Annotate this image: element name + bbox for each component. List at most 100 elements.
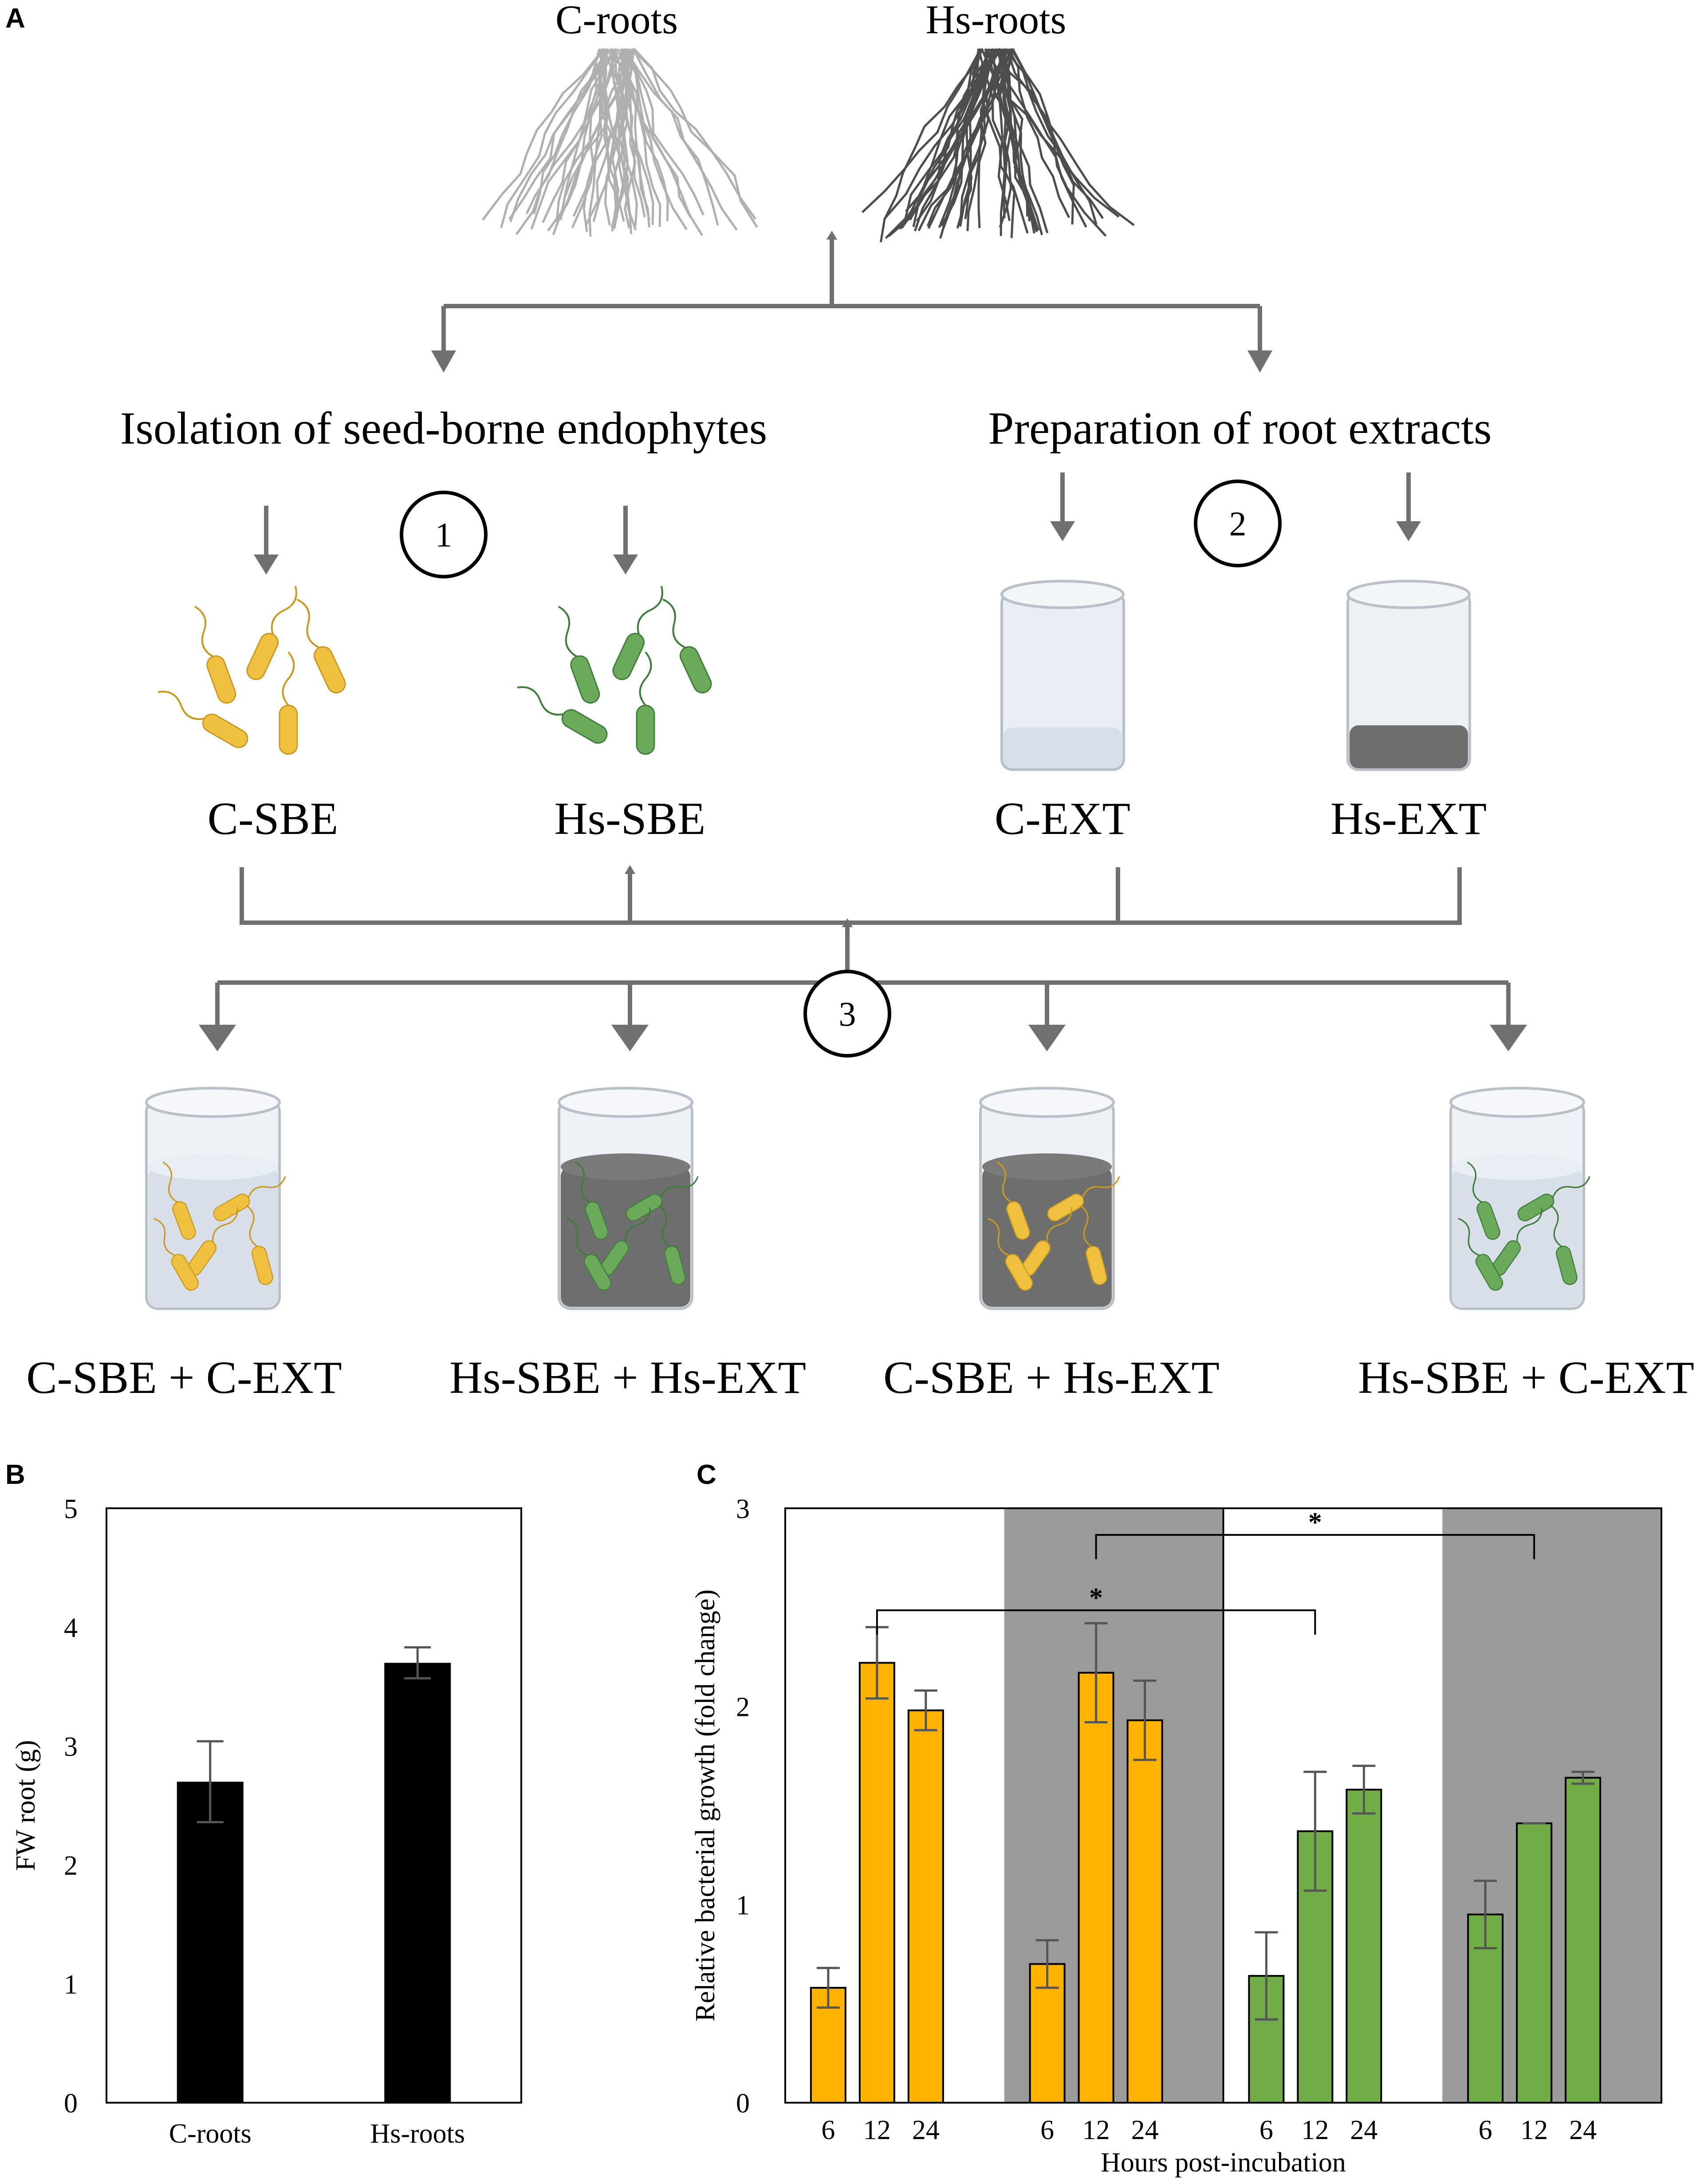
root-strand [1010, 48, 1075, 225]
chart-c-bar [1078, 1672, 1114, 2104]
root-strand [508, 48, 601, 220]
combine-lines [199, 865, 1527, 1051]
chart-c-errorbar [1303, 1770, 1327, 1892]
chart-b-xtick: C-roots [169, 2119, 252, 2149]
step-2-label: 2 [1229, 504, 1247, 543]
chart-c-bar [1126, 1719, 1163, 2104]
root-strand [592, 48, 630, 222]
chart-c-significance-bracket [876, 1609, 1316, 1635]
chart-c-xtick: 24 [1569, 2115, 1597, 2145]
beaker-hs-sbe-hs-ext [558, 1087, 702, 1310]
root-strand [622, 48, 704, 216]
beaker-c-sbe-c-ext [145, 1087, 290, 1310]
chart-c-ytick: 1 [736, 1890, 750, 1920]
chart-b-ytick: 1 [64, 1970, 78, 2000]
root-strand [555, 48, 630, 222]
chart-c-xlabel: Hours post-incubation [1101, 2148, 1346, 2178]
chart-c-errorbar [1133, 1679, 1157, 1761]
step-1-label: 1 [435, 515, 453, 554]
chart-c-xtick: 24 [1131, 2115, 1159, 2145]
root-strand [901, 48, 984, 229]
root-strand [996, 48, 1135, 226]
chart-c-bar [858, 1662, 895, 2104]
chart-c-xtick: 6 [1479, 2115, 1492, 2145]
chart-c-xtick: 6 [821, 2115, 835, 2145]
chart-c-significance-star: * [1308, 1507, 1322, 1538]
root-strand [956, 48, 980, 229]
chart-b-ylabel: FW root (g) [11, 1740, 41, 1871]
chart-c-errorbar [1035, 1939, 1059, 1989]
chart-c-xtick: 12 [1520, 2115, 1548, 2145]
combo-label-4: Hs-SBE + C-EXT [1358, 1352, 1694, 1403]
chart-b-errorbar [404, 1646, 431, 1679]
c-roots-title: C-roots [555, 0, 678, 42]
hs-ext-container-icon [1346, 580, 1471, 771]
root-strand [632, 48, 738, 231]
chart-c-errorbar [1352, 1765, 1376, 1815]
chart-c-bar [907, 1709, 944, 2104]
chart-c-xtick: 6 [1040, 2115, 1054, 2145]
root-strand [997, 48, 1049, 233]
root-strand [926, 48, 1002, 227]
root-strand [916, 48, 983, 222]
chart-c-errorbar [914, 1689, 937, 1731]
hs-sbe-bacteria-icon [512, 581, 715, 755]
chart-c-xtick: 12 [1082, 2115, 1110, 2145]
step-3-label: 3 [839, 995, 856, 1033]
root-strand [960, 48, 994, 218]
root-strand [624, 48, 719, 226]
chart-c-errorbar [1084, 1622, 1108, 1723]
chart-b-ytick: 0 [64, 2089, 78, 2119]
root-strand [888, 48, 1001, 237]
chart-b-ytick: 4 [64, 1613, 78, 1643]
root-strand [621, 48, 703, 236]
root-strand [905, 48, 1002, 212]
root-strand [984, 48, 1015, 238]
chart-b-plot-frame [106, 1507, 522, 2104]
chart-c-ytick: 2 [736, 1692, 750, 1723]
root-strand [633, 48, 756, 220]
chart-c-errorbar [1474, 1880, 1497, 1950]
chart-c-xtick: 12 [863, 2115, 891, 2145]
chart-c-xtick: 12 [1301, 2115, 1329, 2145]
root-strand [614, 48, 646, 218]
panel-a-letter: A [5, 3, 25, 34]
c-ext-container-icon [1000, 580, 1125, 771]
chart-c-bar [1565, 1777, 1602, 2104]
chart-c-xtick: 24 [912, 2115, 940, 2145]
step-2-circle [1194, 480, 1282, 567]
chart-c-errorbar [816, 1967, 840, 2009]
root-strand [999, 48, 1012, 219]
chart-c-errorbar [1255, 1931, 1278, 2021]
chart-c-ylabel: Relative bacterial growth (fold change) [690, 1589, 720, 2022]
chart-b-xtick: Hs-roots [370, 2119, 465, 2149]
chart-b-bar [177, 1782, 244, 2103]
step-1-circle [400, 491, 488, 578]
chart-c-significance-star: * [1089, 1583, 1103, 1613]
c-sbe-bacteria-icon [153, 581, 349, 755]
hs-sbe-label: Hs-SBE [555, 793, 706, 844]
root-strand [1011, 48, 1107, 237]
source-arrows [254, 472, 1421, 574]
root-strand [619, 48, 688, 230]
root-strand [630, 48, 758, 228]
chart-b-ytick: 5 [64, 1494, 78, 1524]
chart-c-significance-bracket [1095, 1534, 1535, 1559]
root-strand [530, 48, 626, 230]
chart-c-errorbar [1571, 1770, 1595, 1785]
hs-roots-title: Hs-roots [926, 0, 1067, 42]
extract-step-label: Preparation of root extracts [988, 403, 1492, 454]
root-strand [571, 48, 606, 228]
isolation-step-label: Isolation of seed-borne endophytes [120, 403, 767, 454]
chart-b-ytick: 2 [64, 1851, 78, 1881]
beaker-c-sbe-hs-ext [979, 1087, 1124, 1310]
chart-b-bar [384, 1663, 451, 2103]
beaker-hs-sbe-c-ext [1449, 1087, 1594, 1310]
hs-ext-label: Hs-EXT [1330, 793, 1487, 844]
root-strand [482, 48, 605, 221]
hs-roots-illustration [861, 48, 1135, 243]
panel-c-letter: C [697, 1459, 716, 1490]
